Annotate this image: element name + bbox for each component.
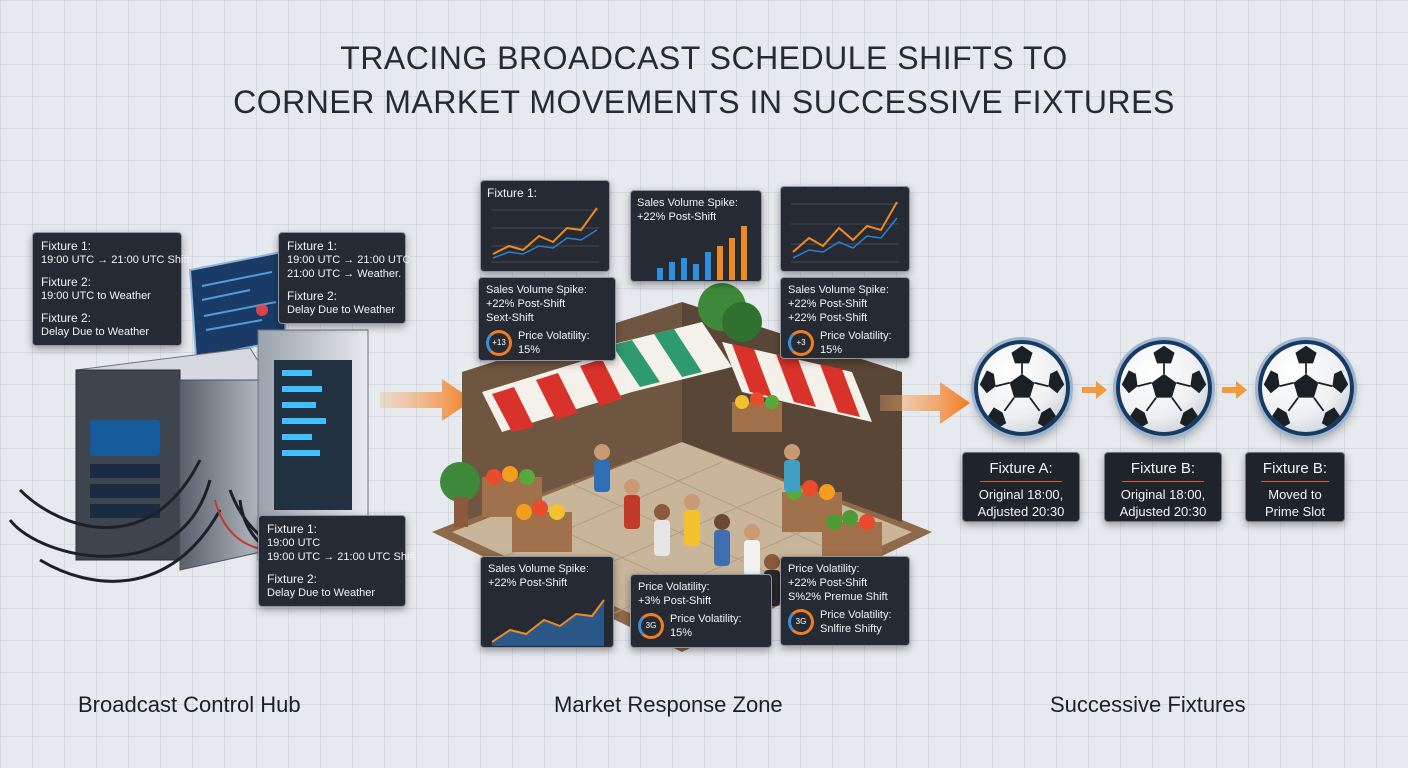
server-rack-icon xyxy=(8,250,402,583)
line-chart-icon xyxy=(491,599,605,646)
title-line-1: TRACING BROADCAST SCHEDULE SHIFTS TO xyxy=(340,40,1068,76)
fixture-card-a: Fixture A: Original 18:00, Adjusted 20:3… xyxy=(962,452,1080,522)
section-label-hub: Broadcast Control Hub xyxy=(78,692,301,717)
fixture-card-b: Fixture B: Original 18:00, Adjusted 20:3… xyxy=(1104,452,1222,522)
donut-gauge-icon: +13 xyxy=(486,330,512,356)
fixture-divider xyxy=(1122,481,1204,482)
market-card-mid-right: Sales Volume Spike: +22% Post-Shift +22%… xyxy=(780,277,910,359)
arrow-right-icon xyxy=(380,379,473,421)
hub-card-left: Fixture 1: 19:00 UTC → 21:00 UTC Shift F… xyxy=(32,232,190,346)
market-card-bottom-left: Sales Volume Spike: +22% Post-Shift xyxy=(480,556,614,648)
soccer-ball-icon xyxy=(1116,340,1212,436)
arrow-right-icon xyxy=(880,382,970,424)
soccer-ball-icon xyxy=(974,340,1070,436)
line-chart-icon xyxy=(491,207,599,263)
donut-gauge-icon: +3 xyxy=(788,330,814,356)
section-label-fixtures: Successive Fixtures xyxy=(1050,692,1246,717)
fixture-divider xyxy=(980,481,1062,482)
donut-gauge-icon: 3G xyxy=(788,609,814,635)
fixture-card-b-prime: Fixture B: Moved to Prime Slot xyxy=(1245,452,1345,522)
arrow-right-icon xyxy=(1222,381,1247,399)
fixture-divider xyxy=(1260,481,1330,482)
hub-card-bottom: Fixture 1: 19:00 UTC 19:00 UTC → 21:00 U… xyxy=(258,515,416,607)
market-card-top-right xyxy=(780,186,910,272)
line-chart-icon xyxy=(791,201,899,263)
market-card-bottom-right: Price Volatility: +22% Post-Shift S%2% P… xyxy=(780,556,910,646)
donut-gauge-icon: 3G xyxy=(638,613,664,639)
market-card-bottom-mid: Price Volatility: +3% Post-Shift 3G Pric… xyxy=(630,574,772,648)
market-card-mid-left: Sales Volume Spike: +22% Post-Shift Sext… xyxy=(478,277,616,361)
market-card-top-mid: Sales Volume Spike: +22% Post-Shift xyxy=(630,190,762,282)
soccer-ball-icon xyxy=(1258,340,1354,436)
page-title: TRACING BROADCAST SCHEDULE SHIFTS TO COR… xyxy=(0,36,1408,124)
section-label-market: Market Response Zone xyxy=(554,692,783,717)
arrow-right-icon xyxy=(1082,381,1107,399)
title-line-2: CORNER MARKET MOVEMENTS IN SUCCESSIVE FI… xyxy=(233,84,1175,120)
hub-card-right: Fixture 1: 19:00 UTC → 21:00 UTC 21:00 U… xyxy=(278,232,411,324)
market-card-top-left: Fixture 1: xyxy=(480,180,610,272)
bar-chart-icon xyxy=(657,226,747,280)
